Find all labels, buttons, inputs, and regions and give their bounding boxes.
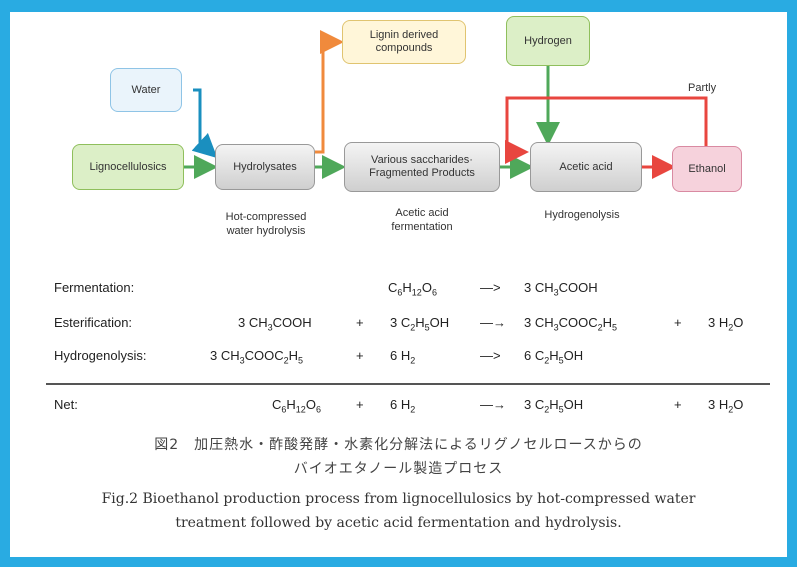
eq-product: 3 CH3COOC2H5 [524, 315, 618, 333]
eq-plus: + [674, 397, 682, 412]
eq-product: 3 H2O [708, 315, 744, 333]
partly-loop-arrow [505, 96, 708, 164]
eq-product: 3 CH3COOH [524, 280, 598, 298]
eq-reactant: C6H12O6 [272, 397, 321, 415]
eq-label: Esterification: [54, 315, 133, 330]
caption-hot-water: Hot-compressed water hydrolysis [225, 211, 307, 237]
eq-label: Fermentation: [54, 280, 135, 295]
eq-reactant: 3 CH3COOC2H5 [210, 348, 304, 366]
eq-reactant: 6 H2 [390, 397, 416, 415]
caption-en-line2: treatment followed by acetic acid fermen… [175, 515, 622, 531]
caption-jp-line1: 図2 加圧熱水・酢酸発酵・水素化分解法によるリグノセルロースからの [154, 437, 643, 453]
divider-line [46, 383, 770, 385]
eq-reactant: 6 H2 [390, 348, 416, 366]
eq-arrow: —> [480, 280, 501, 295]
eq-product: 6 C2H5OH [524, 348, 584, 366]
caption-en-line1: Fig.2 Bioethanol production process from… [101, 491, 696, 507]
eq-plus: + [356, 348, 364, 363]
lignin-node: Lignin derived compounds [342, 20, 466, 64]
water-node: Water [110, 68, 182, 112]
caption-fermentation: Acetic acid fermentation [391, 207, 453, 233]
eq-arrow: —→ [480, 397, 506, 412]
eq-plus: + [674, 315, 682, 330]
eq-reactant: C6H12O6 [388, 280, 437, 298]
partly-label: Partly [688, 82, 717, 94]
ethanol-node: Ethanol [672, 146, 742, 192]
hydrolysates-node: Hydrolysates [215, 144, 315, 190]
eq-plus: + [356, 397, 364, 412]
figure-panel: Water Lignocellulosics Hydrolysates Lign… [10, 12, 787, 557]
eq-reactant: 3 CH3COOH [238, 315, 312, 333]
eq-arrow: —> [480, 348, 501, 363]
hydrogen-node: Hydrogen [506, 16, 590, 66]
flow-arrows [183, 30, 708, 179]
water-arrow [191, 88, 218, 159]
eq-product: 3 C2H5OH [524, 397, 584, 415]
caption-jp-line2: バイオエタノール製造プロセス [293, 461, 504, 477]
lignin-arrow [315, 30, 344, 154]
eq-plus: + [356, 315, 364, 330]
caption-hydrogenolysis: Hydrogenolysis [544, 209, 620, 221]
eq-product: 3 H2O [708, 397, 744, 415]
acetic-acid-node: Acetic acid [530, 142, 642, 192]
lignocellulosics-node: Lignocellulosics [72, 144, 184, 190]
saccharides-node: Various saccharides· Fragmented Products [344, 142, 500, 192]
eq-arrow: —→ [480, 315, 506, 330]
eq-label: Net: [54, 397, 78, 412]
eq-reactant: 3 C2H5OH [390, 315, 450, 333]
eq-label: Hydrogenolysis: [54, 348, 147, 363]
